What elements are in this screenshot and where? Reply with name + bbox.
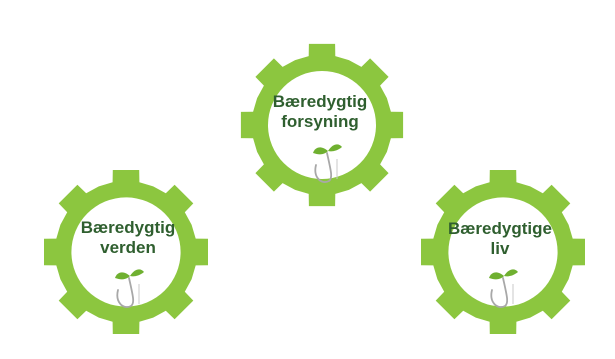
gear-label-line2: forsyning: [281, 112, 359, 132]
gear-label-line1: Bæredygtig: [80, 218, 176, 237]
gear-label-line1: Bæredygtig: [272, 92, 368, 111]
gear-center: [448, 197, 558, 307]
gear-label-top: Bæredygtig forsyning: [240, 92, 400, 133]
gear-center: [71, 197, 181, 307]
gear-left: [44, 170, 208, 334]
gear-label-line1: Bæredygtige: [448, 219, 552, 238]
gear-label-right: Bæredygtige liv: [420, 219, 580, 260]
gear-label-left: Bæredygtig verden: [48, 218, 208, 259]
gear-top: [240, 43, 404, 207]
gear-right: [421, 170, 585, 334]
gear-label-line2: verden: [100, 238, 156, 258]
gear-label-line2: liv: [490, 239, 510, 259]
gear-center: [268, 71, 376, 179]
